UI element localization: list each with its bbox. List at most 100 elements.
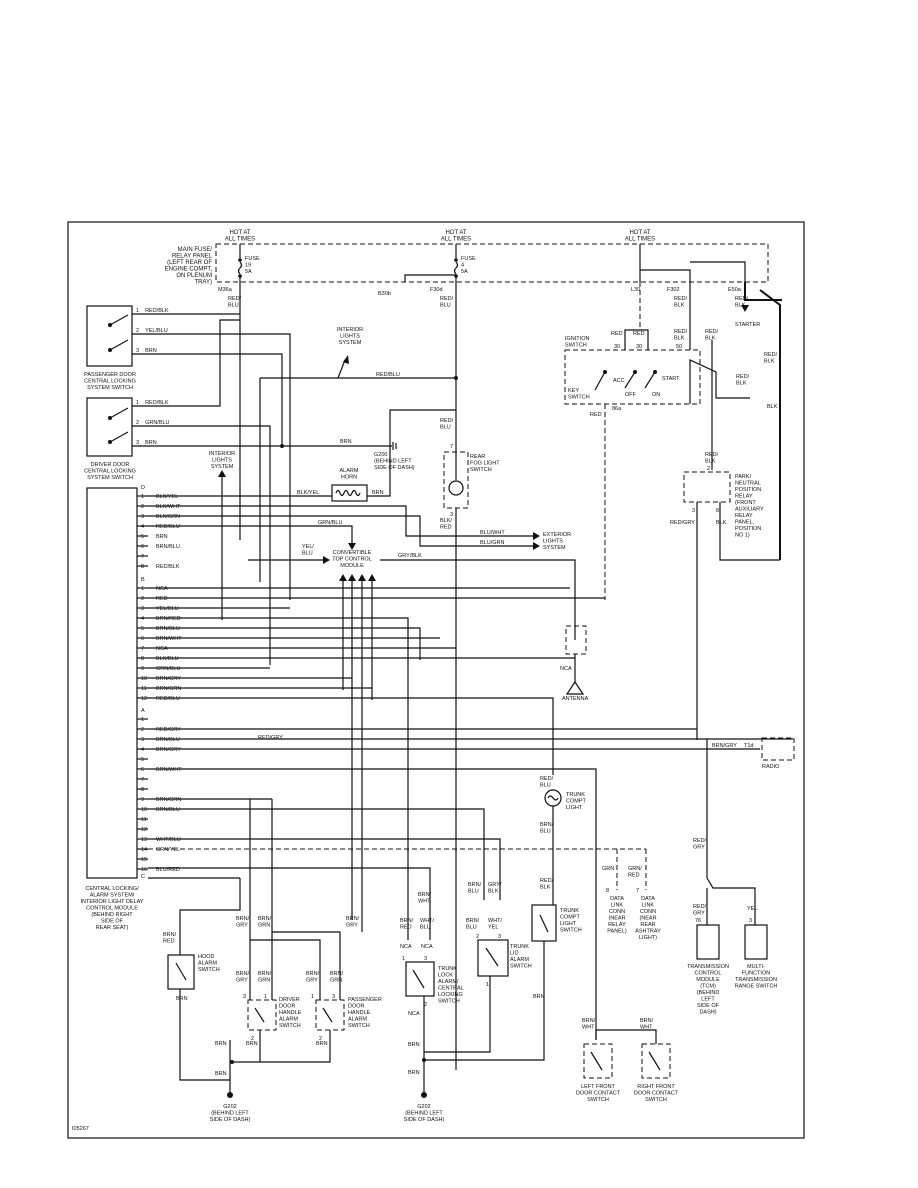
ign-30-b <box>640 329 649 350</box>
pin-d5-wire: BRN <box>156 534 168 540</box>
a13-wht-blu-wire <box>148 838 501 900</box>
ext-lights-arrow-icon-2 <box>533 542 540 550</box>
a16-blu-red-wire <box>148 867 431 940</box>
wire-label-grn: GRN <box>602 866 614 872</box>
trunk-lid-pin-1: 1 <box>486 982 489 988</box>
pin-d3-wire: BLK/GRN <box>156 514 180 520</box>
ign-start-wire <box>689 359 750 404</box>
wire-label-ign-red: RED <box>590 412 602 418</box>
wire-label-lf-brn-wht: BRN/WHT <box>582 1018 596 1031</box>
alarm-horn-coil-icon <box>335 489 361 497</box>
wire-label-a2-red-gry: RED/GRY <box>258 735 283 741</box>
pin-b7-wire: NCA <box>156 646 168 652</box>
pin-a6-wire: BRN/WHT <box>156 767 182 773</box>
ign-pos-off: OFF <box>625 392 637 398</box>
wire-label-blu-wht: BLU/WHT <box>480 530 505 536</box>
wire-label-blu-grn: BLU/GRN <box>480 540 504 546</box>
pin-d7: 7 <box>141 554 144 560</box>
wire-label-rf-brn-wht: BRN/WHT <box>640 1018 654 1031</box>
tcm-pin-76: 76 <box>695 918 701 924</box>
pin-b11: 11 <box>141 686 147 692</box>
wire-label-trunk-lock-wht-blu: WHT/BLU <box>420 918 435 931</box>
rf-door-contact <box>648 1051 661 1071</box>
pin-b3-wire: YEL/BLU <box>156 606 179 612</box>
wire-label-trunk-sw-brn: BRN <box>533 994 545 1000</box>
wire-label-trunk-red-blu: RED/BLU <box>540 776 554 789</box>
wire-label-f302: RED/BLK <box>674 296 688 309</box>
connector-a-letter: A <box>141 708 145 714</box>
wire-label-blk-starter: BLK <box>767 404 778 410</box>
pin-d6: 6 <box>141 544 144 550</box>
pass-handle-brn-ground <box>260 1030 331 1063</box>
pin-b4-wire: BRN/RED <box>156 616 181 622</box>
label-e50a: E50a <box>728 287 742 293</box>
wire-label-drv-handle-brn: BRN <box>246 1041 258 1047</box>
relay-pin-2: 2 <box>707 466 710 472</box>
passenger-door-handle-switch <box>315 999 345 1031</box>
g200-ground-icon <box>392 442 397 450</box>
wire-label-red-blu-h: RED/BLU <box>376 372 400 378</box>
interior-lights-1-wire <box>337 359 346 379</box>
wire-label-trunk-lock-brn-wht: BRN/WHT <box>418 892 432 905</box>
ign-pin-30-b: 30 <box>636 344 642 350</box>
drv-sw-contacts <box>108 407 129 444</box>
antenna-icon <box>565 680 585 695</box>
b12-red-blu-wire <box>148 697 554 775</box>
label-b30b: B30b <box>378 291 391 297</box>
label-f30d: F30d <box>430 287 443 293</box>
wire-label-tcm-red-gry-2: RED/GRY <box>693 904 707 917</box>
trunk-sw-contact <box>539 914 549 933</box>
trunk-lock-pin-2: 2 <box>424 1002 427 1008</box>
drv-handle-contact <box>254 1007 265 1023</box>
wire-label-red-blk-4: RED/BLK <box>736 374 750 387</box>
pin-a3: 3 <box>141 737 144 743</box>
passenger-door-lock-switch <box>86 305 133 367</box>
wire-label-tcm-red-gry: RED/GRY <box>693 838 707 851</box>
pin-b8: 8 <box>141 656 144 662</box>
pin-d8-wire: RED/BLK <box>156 564 180 570</box>
dlc-pin-7: 7 <box>636 888 639 894</box>
tcm-yel-wire <box>706 877 756 925</box>
pin-b2-wire: RED <box>156 596 168 602</box>
l30-f302-link <box>640 269 691 282</box>
a10-brn-blu-wire <box>148 808 485 900</box>
wire-label-trunk-lock-brn-2: BRN <box>408 1070 420 1076</box>
pin-d4-wire: RED/BLU <box>156 524 180 530</box>
wire-label-red-ign-2: RED <box>633 331 645 337</box>
pin-a15: 15 <box>141 857 147 863</box>
multi-function-range-switch <box>744 924 768 960</box>
wire-label-ign-red-blk: RED/BLK <box>674 329 688 342</box>
pin-a13: 13 <box>141 837 147 843</box>
splice-ground-right <box>422 1058 426 1062</box>
trunk-light-bulb-icon <box>547 795 559 801</box>
pin-a10-wire: BRN/BLU <box>156 807 180 813</box>
wire-label-drv-brn-grn-2: BRN/GRN <box>258 971 272 984</box>
wire-label-red-blu-2: RED/BLU <box>440 296 454 309</box>
trunk-lid-pin-3: 3 <box>498 934 501 940</box>
wire-label-relay-red-gry: RED/GRY <box>670 520 695 526</box>
wire-label-trunk-lock-brn: BRN <box>408 1042 420 1048</box>
pin-b1-wire: NCA <box>156 586 168 592</box>
ign-pos-on: ON <box>652 392 660 398</box>
wire-label-drv-brn-gry: BRN/GRY <box>236 916 250 929</box>
